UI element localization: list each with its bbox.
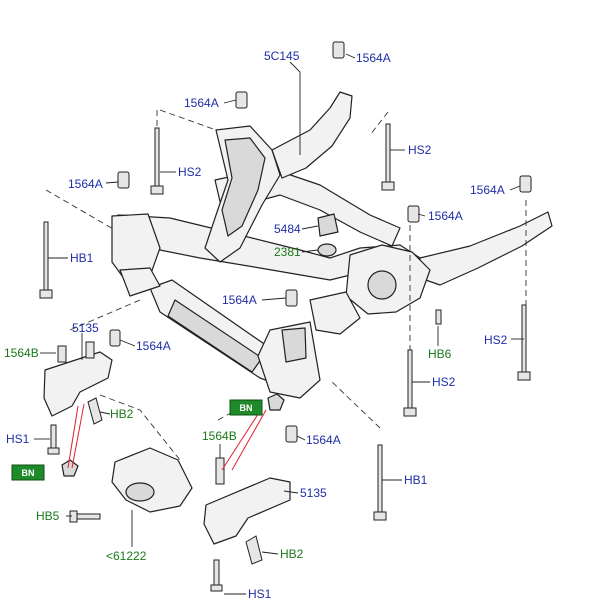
label-1564b-lower: 1564B [202, 429, 237, 443]
label-5135-left: 5135 [72, 321, 99, 335]
bushes [85, 41, 532, 359]
label-hb6: HB6 [428, 347, 452, 361]
label-hb1-right: HB1 [404, 473, 428, 487]
label-1564a-mid-right: 1564A [428, 209, 463, 223]
label-hb2-left: HB2 [110, 407, 134, 421]
label-1564b-left: 1564B [4, 346, 39, 360]
label-hs2-center: HS2 [432, 375, 456, 389]
label-hs1-left: HS1 [6, 432, 30, 446]
badge-left: BN [11, 464, 45, 481]
badge-center: BN [229, 399, 263, 416]
label-1564a-top-left: 1564A [184, 96, 219, 110]
label-1564a-left: 1564A [68, 177, 103, 191]
bolts [39, 123, 531, 592]
label-hb5: HB5 [36, 509, 60, 523]
label-hs2-far-right: HS2 [484, 333, 508, 347]
label-1564a-top-right: 1564A [356, 51, 391, 65]
label-1564a-center: 1564A [222, 293, 257, 307]
label-5c145: 5C145 [264, 49, 300, 63]
label-2381: 2381 [274, 245, 301, 259]
label-61222: <61222 [106, 549, 147, 563]
bracket-5135-left [43, 329, 121, 477]
front-subframe [111, 91, 553, 399]
label-hb1-left: HB1 [70, 251, 94, 265]
part-labels: 5C145 1564A 1564A HS2 HS2 1564A 1564A 15… [4, 49, 508, 600]
red-leaders [67, 403, 267, 471]
label-5484: 5484 [274, 222, 301, 236]
bracket-5135-lower [203, 393, 298, 545]
label-1564a-left-lower: 1564A [136, 339, 171, 353]
label-hs1-lower: HS1 [248, 587, 272, 600]
svg-text:BN: BN [22, 468, 35, 478]
label-1564a-lower: 1564A [306, 433, 341, 447]
label-hs2-top-right: HS2 [408, 143, 432, 157]
label-1564a-far-right: 1564A [470, 183, 505, 197]
svg-text:BN: BN [240, 403, 253, 413]
label-5135-lower: 5135 [300, 486, 327, 500]
label-hb2-lower: HB2 [280, 547, 304, 561]
leader-lines [34, 53, 524, 595]
label-hs2-top-left: HS2 [178, 165, 202, 179]
mount-61222 [111, 447, 193, 513]
